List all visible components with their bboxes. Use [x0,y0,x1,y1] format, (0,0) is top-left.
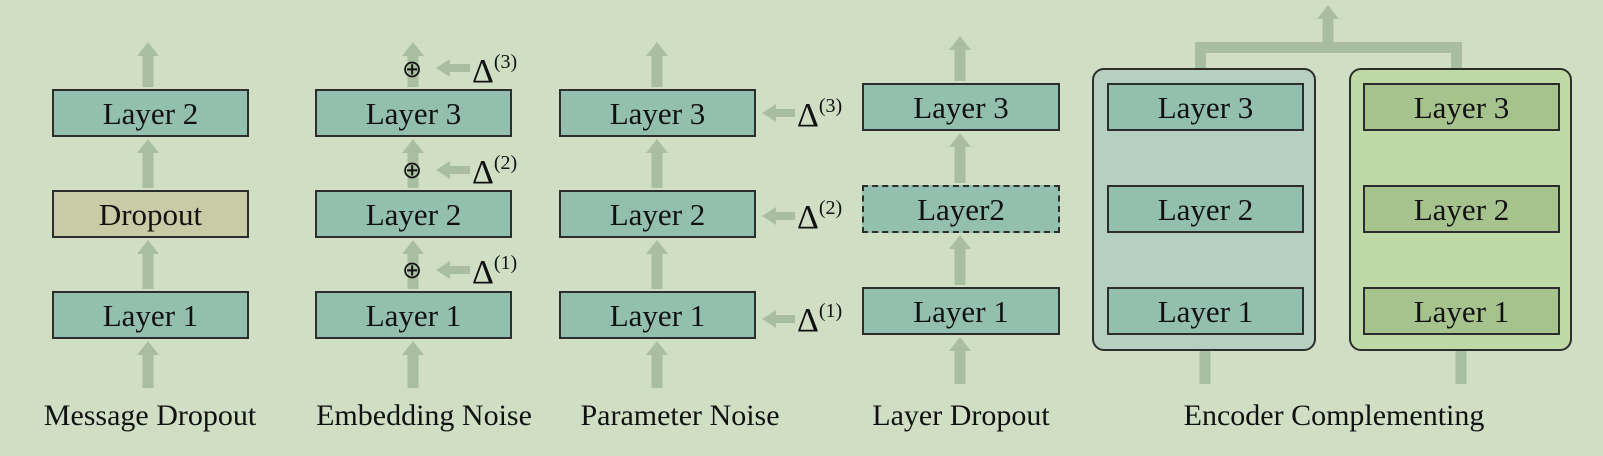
embnoise-delta1-arrow [436,261,470,279]
msgdrop-output-arrow [137,42,159,87]
caption-layer-dropout: Layer Dropout [872,399,1050,432]
paramnoise-delta-3: Δ(3) [797,95,843,134]
embnoise-output-arrow [402,42,424,87]
msgdrop-arrow-1 [137,240,159,289]
enccomp-right-layer2-box: Layer 2 [1363,185,1560,233]
embnoise-input-arrow [402,341,424,388]
paramnoise-layer2-box: Layer 2 [559,190,756,238]
paramnoise-delta1-arrow [762,310,795,328]
enccomp-left-layer3-box: Layer 3 [1107,83,1304,131]
embnoise-layer1-box: Layer 1 [315,291,512,339]
enccomp-left-layer2-box: Layer 2 [1107,185,1304,233]
paramnoise-output-arrow [646,42,668,87]
embnoise-delta-1: Δ(1) [472,252,518,291]
embnoise-oplus-1: ⊕ [402,256,423,284]
enccomp-merge-connector [1195,42,1462,80]
enccomp-output-arrow [1317,5,1339,47]
embnoise-delta2-arrow [436,161,470,179]
msgdrop-dropout-box: Dropout [52,190,249,238]
paramnoise-delta3-arrow [762,104,795,122]
msgdrop-arrow-2 [137,139,159,188]
caption-encoder-complementing: Encoder Complementing [1183,399,1485,432]
embnoise-arrow-1 [402,240,424,289]
caption-parameter-noise: Parameter Noise [580,399,780,432]
msgdrop-layer1-box: Layer 1 [52,291,249,339]
embnoise-delta-3: Δ(3) [472,51,518,90]
layerdrop-input-arrow [949,337,971,384]
layerdrop-output-arrow [949,36,971,81]
paramnoise-arrow-1 [646,240,668,289]
embnoise-oplus-2: ⊕ [402,156,423,184]
msgdrop-input-arrow [137,341,159,388]
paramnoise-delta-2: Δ(2) [797,197,843,236]
layerdrop-layer3-box: Layer 3 [862,83,1060,131]
enccomp-right-layer3-box: Layer 3 [1363,83,1560,131]
enccomp-right-layer1-box: Layer 1 [1363,287,1560,335]
enccomp-left-layer1-box: Layer 1 [1107,287,1304,335]
embnoise-layer3-box: Layer 3 [315,89,512,137]
caption-message-dropout: Message Dropout [43,399,257,432]
paramnoise-delta2-arrow [762,207,795,225]
layerdrop-layer2-box-dashed: Layer2 [862,185,1060,233]
layerdrop-arrow-1 [949,235,971,285]
paramnoise-delta-1: Δ(1) [797,300,843,339]
paramnoise-layer1-box: Layer 1 [559,291,756,339]
paramnoise-layer3-box: Layer 3 [559,89,756,137]
embnoise-delta3-arrow [436,59,470,77]
embnoise-layer2-box: Layer 2 [315,190,512,238]
paramnoise-arrow-2 [646,139,668,188]
embnoise-arrow-2 [402,139,424,188]
embnoise-delta-2: Δ(2) [472,152,518,191]
paramnoise-input-arrow [646,341,668,388]
layerdrop-layer1-box: Layer 1 [862,287,1060,335]
embnoise-oplus-3: ⊕ [402,55,423,83]
msgdrop-layer2-box: Layer 2 [52,89,249,137]
layerdrop-arrow-2 [949,133,971,183]
caption-embedding-noise: Embedding Noise [316,399,532,432]
